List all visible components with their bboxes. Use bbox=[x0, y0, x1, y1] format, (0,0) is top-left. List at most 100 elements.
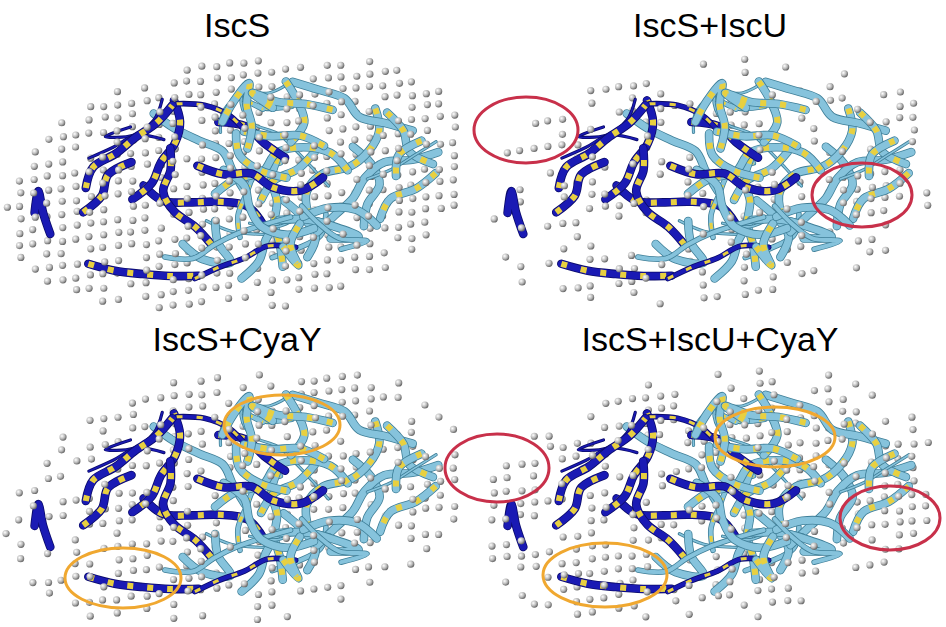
probe-sphere bbox=[325, 88, 332, 95]
probe-sphere bbox=[532, 120, 539, 127]
protein-ribbon bbox=[756, 537, 773, 579]
probe-sphere bbox=[99, 298, 106, 305]
ribbon-outline bbox=[283, 224, 300, 266]
highlight-ellipse bbox=[840, 486, 940, 550]
helix-stripe bbox=[756, 537, 773, 579]
probe-sphere bbox=[352, 397, 359, 404]
probe-sphere bbox=[407, 131, 414, 138]
probe-sphere bbox=[281, 131, 288, 138]
probe-sphere bbox=[437, 141, 444, 148]
probe-sphere bbox=[169, 538, 176, 545]
probe-sphere bbox=[908, 414, 915, 421]
probe-sphere bbox=[169, 120, 176, 127]
helix-stripe bbox=[756, 224, 773, 266]
ribbon-outline bbox=[165, 530, 291, 572]
protein-ribbon bbox=[222, 83, 251, 148]
protein-ribbon bbox=[670, 166, 796, 191]
probe-sphere bbox=[559, 220, 566, 227]
probe-sphere bbox=[561, 193, 568, 200]
probe-sphere bbox=[351, 136, 358, 143]
probe-sphere bbox=[284, 433, 291, 440]
probe-sphere bbox=[156, 304, 163, 311]
probe-sphere bbox=[282, 302, 289, 309]
probe-sphere bbox=[897, 88, 904, 95]
probe-sphere bbox=[129, 177, 136, 184]
probe-sphere bbox=[381, 224, 388, 231]
ribbon-outline bbox=[869, 454, 895, 489]
probe-sphere bbox=[782, 63, 789, 70]
probe-sphere bbox=[852, 564, 859, 571]
probe-sphere bbox=[881, 558, 888, 565]
probe-sphere bbox=[144, 447, 151, 454]
probe-sphere bbox=[588, 517, 595, 524]
probe-sphere bbox=[158, 291, 165, 298]
probe-sphere bbox=[184, 470, 191, 477]
probe-sphere bbox=[227, 101, 234, 108]
probe-sphere bbox=[58, 250, 65, 257]
probe-sphere bbox=[587, 87, 594, 94]
probe-sphere bbox=[100, 206, 107, 213]
probe-sphere bbox=[408, 235, 415, 242]
probe-sphere bbox=[325, 387, 332, 394]
probe-sphere bbox=[85, 168, 92, 175]
probe-sphere bbox=[741, 264, 748, 271]
probe-sphere bbox=[489, 555, 496, 562]
probe-sphere bbox=[423, 545, 430, 552]
probe-sphere bbox=[393, 67, 400, 74]
probe-sphere bbox=[211, 180, 218, 187]
probe-sphere bbox=[450, 202, 457, 209]
probe-sphere bbox=[226, 177, 233, 184]
probe-sphere bbox=[409, 92, 416, 99]
probe-sphere bbox=[408, 209, 415, 216]
probe-sphere bbox=[547, 443, 554, 450]
protein-ribbon bbox=[86, 418, 173, 501]
probe-sphere bbox=[408, 78, 415, 85]
probe-sphere bbox=[170, 288, 177, 295]
probe-sphere bbox=[4, 204, 11, 211]
probe-sphere bbox=[783, 205, 790, 212]
probe-sphere bbox=[629, 160, 636, 167]
probe-sphere bbox=[796, 439, 803, 446]
probe-sphere bbox=[826, 501, 833, 508]
probe-sphere bbox=[282, 65, 289, 72]
probe-sphere bbox=[826, 176, 833, 183]
probe-sphere bbox=[615, 280, 622, 287]
probe-sphere bbox=[644, 132, 651, 139]
probe-sphere bbox=[100, 285, 107, 292]
probe-sphere bbox=[645, 536, 652, 543]
probe-sphere bbox=[503, 462, 510, 469]
ribbon-outline bbox=[561, 264, 671, 276]
probe-sphere bbox=[770, 391, 777, 398]
probe-sphere bbox=[600, 516, 607, 523]
protein-ribbon bbox=[578, 99, 635, 137]
probe-sphere bbox=[925, 439, 932, 446]
probe-sphere bbox=[197, 78, 204, 85]
ribbon-outline bbox=[638, 217, 764, 259]
probe-sphere bbox=[784, 482, 791, 489]
probe-sphere bbox=[810, 125, 817, 132]
probe-sphere bbox=[268, 211, 275, 218]
helix-stripe bbox=[670, 479, 796, 504]
probe-sphere bbox=[199, 441, 206, 448]
probe-sphere bbox=[312, 414, 319, 421]
probe-sphere bbox=[686, 154, 693, 161]
probe-sphere bbox=[198, 391, 205, 398]
protein-ribbon bbox=[35, 504, 51, 547]
probe-sphere bbox=[185, 445, 192, 452]
probe-sphere bbox=[283, 196, 290, 203]
probe-sphere bbox=[114, 88, 121, 95]
protein-ribbon bbox=[636, 461, 684, 557]
probe-sphere bbox=[628, 252, 635, 259]
probe-sphere bbox=[381, 93, 388, 100]
probe-sphere bbox=[198, 117, 205, 124]
probe-sphere bbox=[574, 533, 581, 540]
probe-sphere bbox=[785, 441, 792, 448]
probe-sphere bbox=[866, 248, 873, 255]
probe-sphere bbox=[297, 64, 304, 71]
probe-sphere bbox=[267, 94, 274, 101]
probe-sphere bbox=[116, 517, 123, 524]
probe-sphere bbox=[367, 422, 374, 429]
probe-sphere bbox=[366, 71, 373, 78]
probe-sphere bbox=[17, 189, 24, 196]
probe-sphere bbox=[269, 302, 276, 309]
